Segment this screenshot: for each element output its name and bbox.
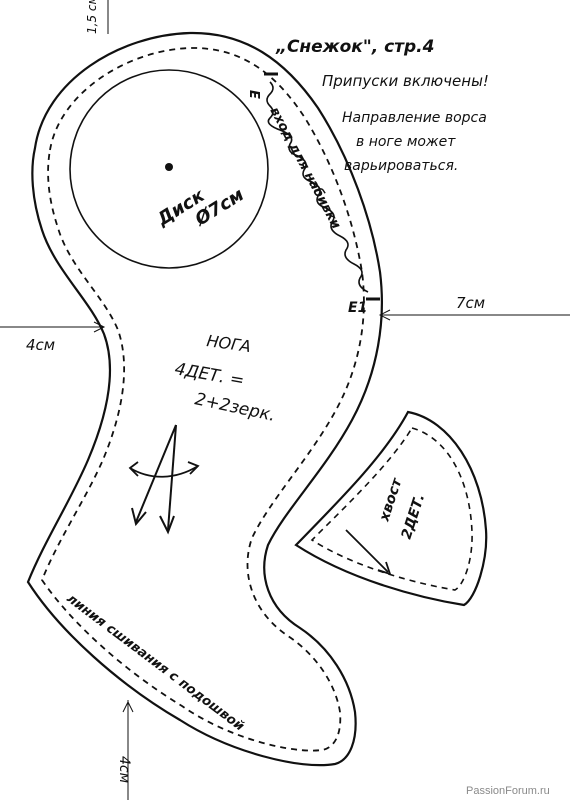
header-title: „Снежок", стр.4 — [275, 37, 434, 57]
stuffing-label: вход для набивки — [266, 105, 343, 232]
nap-arrow-left — [135, 424, 177, 523]
tail-name: хвост — [376, 476, 405, 525]
tail-cut-outline — [294, 410, 488, 607]
dim-bottom-arrowhead — [122, 700, 134, 713]
dim-right-arrowhead — [378, 309, 391, 321]
nap-curved-arrow — [129, 465, 199, 478]
marker-e: E — [246, 90, 261, 99]
nap-curved-arrowhead-right — [187, 461, 200, 475]
marker-e1: E1 — [348, 300, 367, 316]
tail-seam-line — [310, 427, 473, 591]
nap-arrow-right — [167, 424, 177, 531]
dim-right-label: 7см — [456, 294, 485, 312]
leg-split: 2+2зерк. — [193, 389, 277, 426]
watermark: PassionForum.ru — [466, 785, 550, 797]
leg-seam-line — [40, 47, 365, 752]
header-nap: Направление ворса — [342, 110, 487, 126]
tail-nap-arrow — [345, 529, 389, 573]
nap-arrowhead-right — [159, 515, 175, 535]
tail-count: 2ДЕТ. — [399, 492, 429, 541]
nap-arrowhead-left — [131, 507, 147, 527]
disk-center-dot — [165, 163, 173, 171]
dim-bottom-label: 4см — [116, 756, 132, 784]
stuffing-opening-wavy-line — [266, 81, 369, 293]
seam-label: линия сшивания с подошвой — [64, 591, 247, 734]
dim-top-left-label: 1,5 см — [85, 0, 99, 34]
header-nap-leg: в ноге может — [356, 134, 456, 150]
header-nap-vary: варьироваться. — [344, 158, 458, 174]
dim-left-arrowhead — [93, 321, 106, 333]
header-allowance: Припуски включены! — [322, 72, 489, 90]
leg-name: НОГА — [205, 331, 252, 356]
leg-count: 4ДЕТ. = — [173, 359, 246, 391]
leg-cut-outline — [26, 31, 383, 767]
tail-arrowhead — [377, 561, 392, 576]
nap-curved-arrowhead-left — [128, 461, 139, 477]
disk-circle — [69, 69, 269, 269]
dim-left-label: 4см — [26, 336, 55, 354]
